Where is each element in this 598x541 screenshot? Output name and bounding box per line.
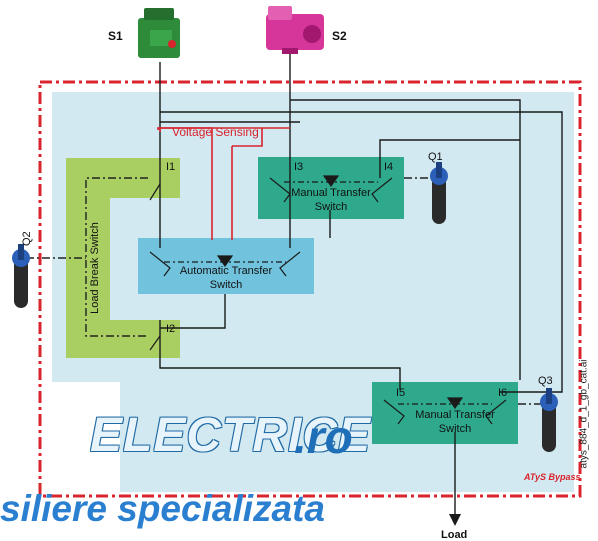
q2-label: Q2 <box>21 231 33 246</box>
watermark-brand: ELECTRICE <box>90 409 372 462</box>
ats-symbol <box>149 251 301 277</box>
file-reference-note: atys_884_d_1_gb_cat.ai <box>578 359 590 469</box>
load-label: Load <box>441 529 467 541</box>
mts-top-symbol <box>269 175 393 203</box>
lbs-blades <box>149 183 161 351</box>
terminal-i4: I4 <box>384 161 393 173</box>
wiring <box>159 54 563 514</box>
source-s2-icon <box>266 6 324 54</box>
terminal-i1: I1 <box>166 161 175 173</box>
source-s1-icon <box>138 8 180 58</box>
mts-bottom-label-line1: Manual Transfer <box>415 409 495 421</box>
load-break-switch-label: Load Break Switch <box>89 222 101 314</box>
bypass-label: ATyS Bypass <box>523 472 581 482</box>
source-s1-label: S1 <box>108 29 123 43</box>
mts-bottom-symbol <box>383 397 507 425</box>
terminal-i5: I5 <box>396 387 405 399</box>
watermark-tagline: siliere specializata <box>0 488 325 529</box>
terminal-i6: I6 <box>498 387 507 399</box>
q1-label: Q1 <box>428 151 443 163</box>
q2-handle-icon <box>12 244 30 308</box>
manual-transfer-switch-bottom-body <box>372 382 518 444</box>
watermark-domain: .ro <box>294 411 353 463</box>
load-arrow <box>449 514 461 526</box>
bypass-enclosure <box>38 80 582 498</box>
terminal-i2: I2 <box>166 323 175 335</box>
mts-top-label-line2: Switch <box>315 201 347 213</box>
voltage-sensing-label: Voltage Sensing <box>172 125 259 139</box>
ats-label-line2: Switch <box>210 279 242 291</box>
voltage-sensing-lines <box>157 127 290 240</box>
mts-bottom-label-line2: Switch <box>439 423 471 435</box>
load-break-switch-body <box>66 158 180 358</box>
q3-handle-icon <box>540 388 558 452</box>
ats-label-line1: Automatic Transfer <box>180 265 273 277</box>
q1-handle-icon <box>430 162 448 224</box>
source-s2-label: S2 <box>332 29 347 43</box>
lbs-linkage <box>85 177 148 337</box>
mts-top-label-line1: Manual Transfer <box>291 187 371 199</box>
q3-label: Q3 <box>538 375 553 387</box>
terminal-i3: I3 <box>294 161 303 173</box>
